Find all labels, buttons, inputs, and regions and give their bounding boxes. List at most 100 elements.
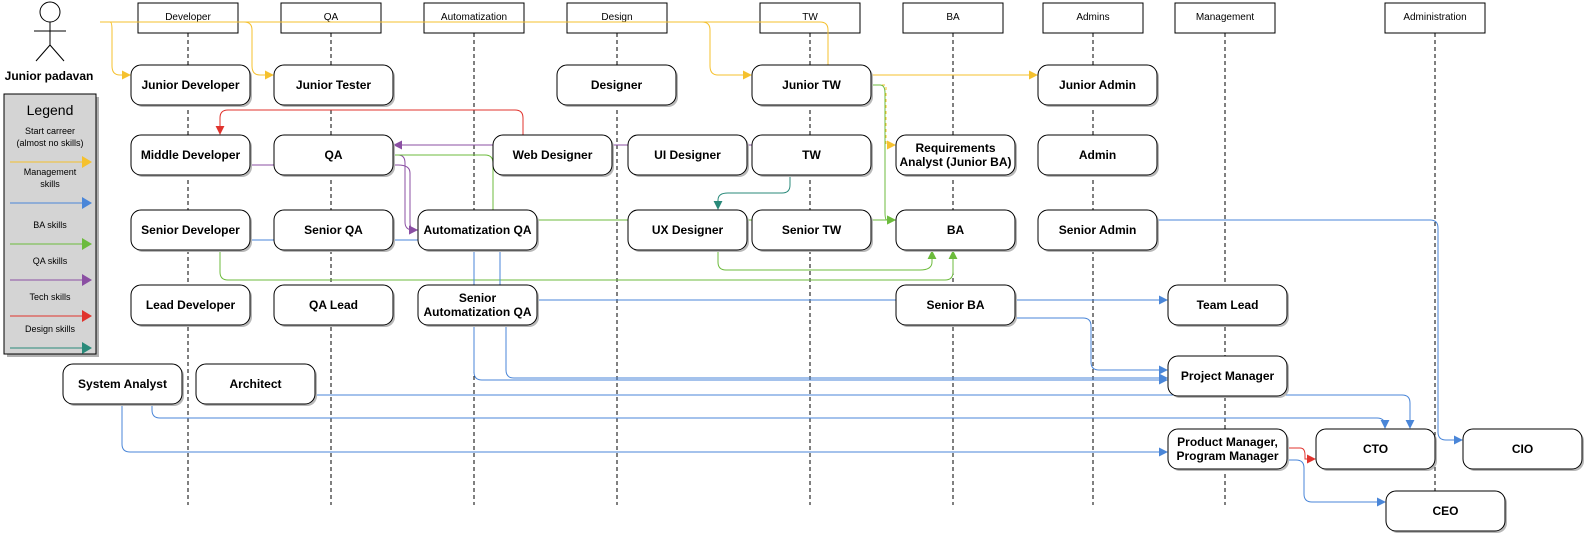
edge-product-manager-to-cto (1287, 447, 1316, 464)
node-label: Junior TW (782, 78, 841, 92)
edge-ux-designer-to-ba (717, 250, 937, 271)
node-label: TW (802, 148, 821, 162)
edge-junior-tw-to-req-analyst (870, 84, 896, 150)
node-web-designer: Web Designer (492, 134, 614, 177)
node-box (751, 64, 872, 106)
node-box (492, 134, 613, 176)
node-label: System Analyst (78, 377, 167, 391)
lane-header (423, 2, 525, 34)
node-box (751, 134, 872, 176)
edge-system-analyst-to-product-manager (121, 404, 1168, 457)
node-product-manager: Product Manager,Program Manager (1167, 428, 1289, 471)
node-senior-ba: Senior BA (895, 284, 1017, 327)
legend-item-label: BA skills (33, 220, 67, 230)
lane-developer: Developer (137, 2, 239, 505)
node-junior-tw: Junior TW (751, 64, 873, 107)
edge-senior-admin-to-cio (1157, 219, 1463, 445)
lane-header (280, 2, 382, 34)
node-qa: QA (273, 134, 395, 177)
node-senior-developer: Senior Developer (130, 209, 252, 252)
edge-middle-developer-to-automatization-qa (250, 164, 418, 235)
node-box (1385, 490, 1506, 532)
legend-item-ba: BA skills (10, 220, 92, 250)
node-label: BA (947, 223, 965, 237)
node-box (556, 64, 677, 106)
node-label: Junior Tester (296, 78, 371, 92)
lane-ba: BA (902, 2, 1004, 505)
node-label: QA (325, 148, 343, 162)
edge-actor-to-junior-developer (100, 21, 131, 80)
node-box (273, 134, 394, 176)
edge-junior-tw-to-ba (870, 84, 896, 225)
lane-header (902, 2, 1004, 34)
actor-label: Junior padavan (5, 69, 94, 83)
lane-administration: Administration (1384, 2, 1486, 505)
node-qa-lead: QA Lead (273, 284, 395, 327)
node-junior-developer: Junior Developer (130, 64, 252, 107)
node-box (1462, 428, 1583, 470)
legend-item-label: Design skills (25, 324, 76, 334)
node-box (1037, 209, 1158, 251)
node-ba: BA (895, 209, 1017, 252)
lane-label: TW (802, 12, 818, 23)
node-senior-admin: Senior Admin (1037, 209, 1159, 252)
node-box (1037, 64, 1158, 106)
node-box (417, 284, 538, 326)
node-label: Junior Developer (141, 78, 239, 92)
legend-arrow-icon (82, 274, 92, 286)
node-box (130, 209, 251, 251)
legend-arrow-icon (82, 156, 92, 168)
lane-label: BA (946, 12, 960, 23)
node-label: CTO (1363, 442, 1388, 456)
node-label: CIO (1512, 442, 1533, 456)
node-box (895, 209, 1016, 251)
node-box (130, 284, 251, 326)
node-box (627, 209, 748, 251)
node-box (1037, 134, 1158, 176)
node-senior-qa: Senior QA (273, 209, 395, 252)
legend-arrow-icon (82, 310, 92, 322)
node-label: Program Manager (1176, 449, 1278, 463)
legend-item-label: QA skills (33, 256, 68, 266)
node-junior-admin: Junior Admin (1037, 64, 1159, 107)
role-nodes: Junior Developer Junior Tester Designer Jun… (62, 64, 1584, 533)
node-label: Senior BA (926, 298, 984, 312)
node-ui-designer: UI Designer (627, 134, 749, 177)
node-label: UX Designer (652, 223, 724, 237)
node-label: Senior Admin (1059, 223, 1137, 237)
legend-item-tech: Tech skills (10, 292, 92, 322)
edge-product-manager-to-ceo (1287, 459, 1386, 507)
legend-item-label: Tech skills (29, 292, 71, 302)
lane-label: Developer (165, 12, 211, 23)
legend-item-start: Start carreer(almost no skills) (10, 126, 92, 168)
node-box (751, 209, 872, 251)
lane-admins: Admins (1042, 2, 1144, 505)
legend-item-label: (almost no skills) (16, 138, 83, 148)
node-label: Junior Admin (1059, 78, 1136, 92)
actor: Junior padavan (5, 1, 94, 83)
node-box (895, 134, 1016, 176)
edge-system-analyst-to-cto (151, 404, 1390, 429)
legend-item-label: Management (24, 167, 77, 177)
legend-item-qa: QA skills (10, 256, 92, 286)
edge-tw-to-ux-designer (713, 175, 791, 210)
lane-label: Admins (1076, 12, 1109, 23)
lane-header (137, 2, 239, 34)
node-label: UI Designer (654, 148, 721, 162)
node-label: Admin (1079, 148, 1116, 162)
node-label: Analyst (Junior BA) (899, 155, 1011, 169)
node-label: Designer (591, 78, 643, 92)
node-cio: CIO (1462, 428, 1584, 471)
edge-senior-developer-to-ba (219, 250, 958, 281)
stick-figure-icon (34, 1, 66, 62)
node-box (195, 363, 316, 405)
lane-tw: TW (759, 2, 861, 505)
node-box (130, 134, 251, 176)
node-label: CEO (1432, 504, 1458, 518)
node-label: Automatization QA (424, 305, 532, 319)
lane-label: Automatization (441, 12, 507, 23)
edge-web-designer-to-middle-developer (215, 109, 524, 135)
legend-box (3, 93, 97, 355)
